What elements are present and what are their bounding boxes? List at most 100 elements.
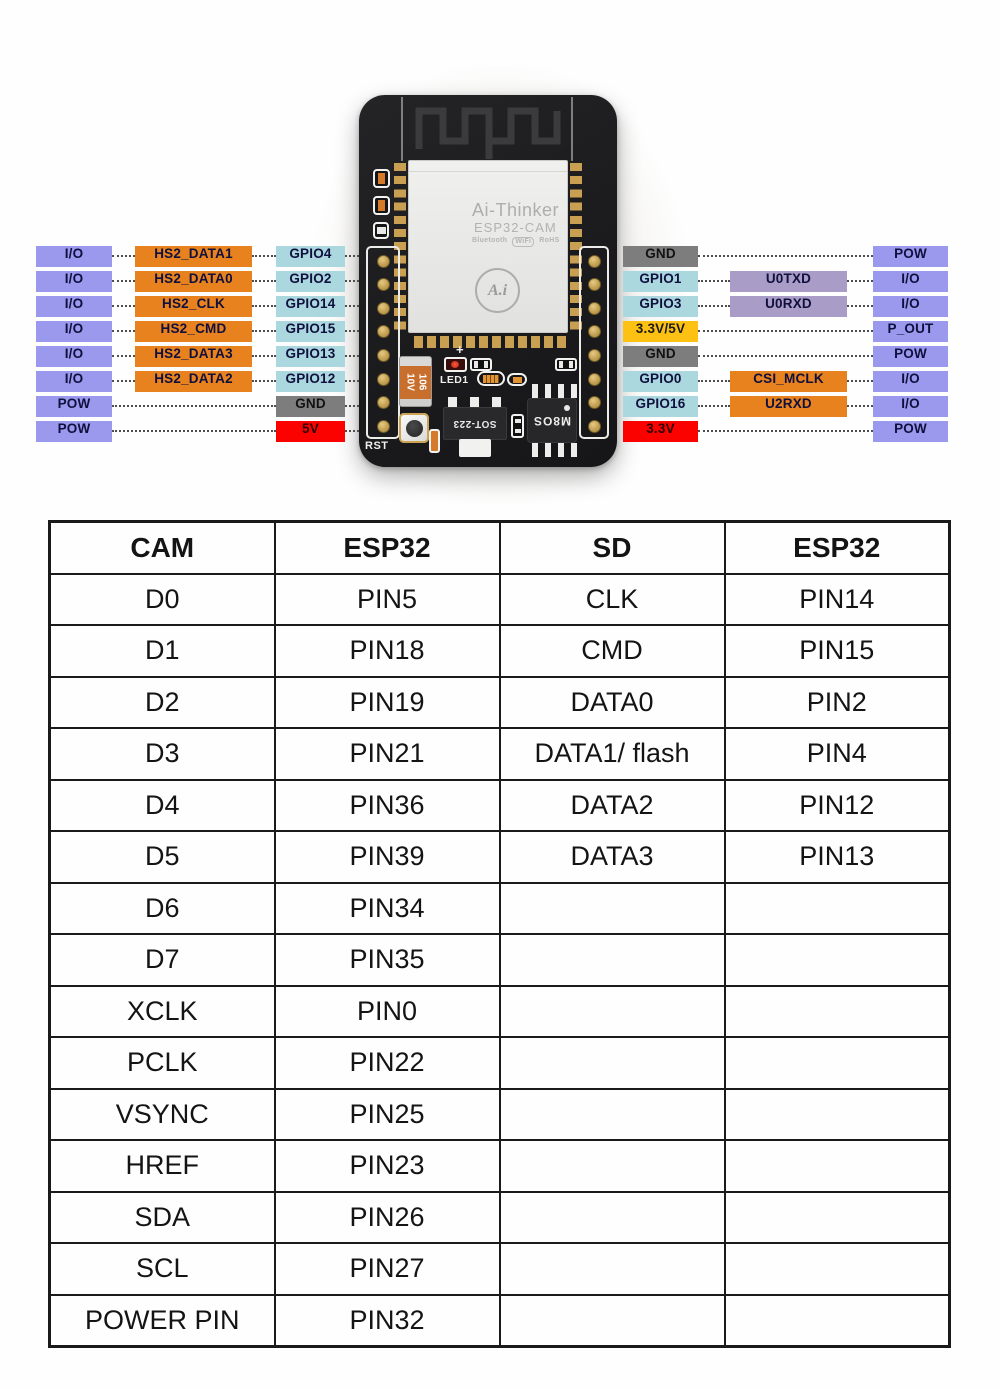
table-cell: [723, 1190, 951, 1244]
pin-hole: [587, 348, 601, 362]
table-cell: PIN15: [723, 624, 951, 678]
table-cell: [498, 1242, 726, 1296]
rst-label: RST: [365, 440, 389, 452]
pin-label-csi-mclk: CSI_MCLK: [730, 371, 847, 392]
connector-dots: [112, 355, 135, 357]
chip-leg: [545, 443, 551, 457]
flash-chip: M8OS: [527, 398, 577, 443]
table-cell: PIN36: [273, 778, 501, 832]
pin-hole: [587, 419, 601, 433]
pin1-dot: [564, 405, 570, 411]
shield-pads-left: [394, 163, 406, 330]
pin-label-gpio12: GPIO12: [276, 371, 345, 392]
connector-dots: [698, 380, 730, 382]
smd-component: [555, 358, 577, 371]
connector-dots: [252, 380, 276, 382]
table-cell: DATA3: [498, 830, 726, 884]
table-cell: PIN34: [273, 881, 501, 935]
pin-label-p-out: P_OUT: [873, 321, 948, 342]
regulator-leg: [448, 397, 457, 408]
connector-dots: [345, 430, 359, 432]
table-cell: [498, 984, 726, 1038]
table-cell: [723, 1293, 951, 1348]
connector-dots: [112, 305, 135, 307]
table-cell: [498, 881, 726, 935]
pin-label-gpio1: GPIO1: [623, 271, 698, 292]
pin-label-gpio4: GPIO4: [276, 246, 345, 267]
pin-hole: [376, 278, 390, 292]
pin-hole: [376, 301, 390, 315]
pin-label-u2rxd: U2RXD: [730, 396, 847, 417]
table-cell: D7: [48, 933, 276, 987]
table-cell: PIN39: [273, 830, 501, 884]
table-cell: PIN12: [723, 778, 951, 832]
pin-label-hs2-data0: HS2_DATA0: [135, 271, 252, 292]
connector-dots: [847, 405, 873, 407]
table-cell: PIN32: [273, 1293, 501, 1348]
table-cell: [498, 933, 726, 987]
table-header-esp32-1: ESP32: [273, 520, 501, 575]
table-cell: DATA0: [498, 675, 726, 729]
table-cell: [723, 1087, 951, 1141]
pin-label-i-o: I/O: [36, 296, 112, 317]
table-cell: PIN2: [723, 675, 951, 729]
pin-hole: [376, 254, 390, 268]
certification-badges: Bluetooth WiFi RoHS: [472, 237, 560, 247]
table-cell: HREF: [48, 1139, 276, 1193]
pin-label-pow: POW: [873, 346, 948, 367]
smd-component: [373, 169, 390, 188]
smd-component: [373, 222, 389, 239]
connector-dots: [698, 355, 873, 357]
flash-chip-label: M8OS: [532, 413, 571, 428]
pin-label-u0rxd: U0RXD: [730, 296, 847, 317]
chip-leg: [571, 443, 577, 457]
connector-dots: [345, 380, 359, 382]
esp32-cam-board: A.i Ai-Thinker ESP32-CAM Bluetooth WiFi …: [359, 95, 617, 467]
chip-leg: [558, 443, 564, 457]
pin-label-gpio16: GPIO16: [623, 396, 698, 417]
wifi-badge: WiFi: [512, 237, 535, 247]
regulator-leg: [470, 397, 479, 408]
connector-dots: [252, 330, 276, 332]
rohs-badge: RoHS: [539, 237, 560, 244]
connector-dots: [345, 280, 359, 282]
pin-label-u0txd: U0TXD: [730, 271, 847, 292]
pin-hole: [376, 419, 390, 433]
bluetooth-badge: Bluetooth: [472, 237, 508, 244]
table-cell: [723, 1242, 951, 1296]
pin-hole: [376, 325, 390, 339]
connector-dots: [112, 280, 135, 282]
table-cell: D2: [48, 675, 276, 729]
plus-mark: +: [456, 342, 464, 357]
table-cell: DATA2: [498, 778, 726, 832]
table-cell: PIN5: [273, 572, 501, 626]
table-cell: PIN13: [723, 830, 951, 884]
table-cell: PIN14: [723, 572, 951, 626]
connector-dots: [345, 330, 359, 332]
smd-component: [429, 429, 440, 453]
pin-label-i-o: I/O: [36, 346, 112, 367]
capacitor-label: 106 10V: [404, 372, 428, 391]
pin-label-gpio15: GPIO15: [276, 321, 345, 342]
pin-label-i-o: I/O: [873, 371, 948, 392]
pin-label-i-o: I/O: [36, 321, 112, 342]
table-cell: SCL: [48, 1242, 276, 1296]
table-cell: [498, 1139, 726, 1193]
table-cell: [498, 1087, 726, 1141]
smd-component: [470, 358, 492, 371]
pin-hole: [587, 325, 601, 339]
pin-label-hs2-cmd: HS2_CMD: [135, 321, 252, 342]
connector-dots: [112, 255, 135, 257]
